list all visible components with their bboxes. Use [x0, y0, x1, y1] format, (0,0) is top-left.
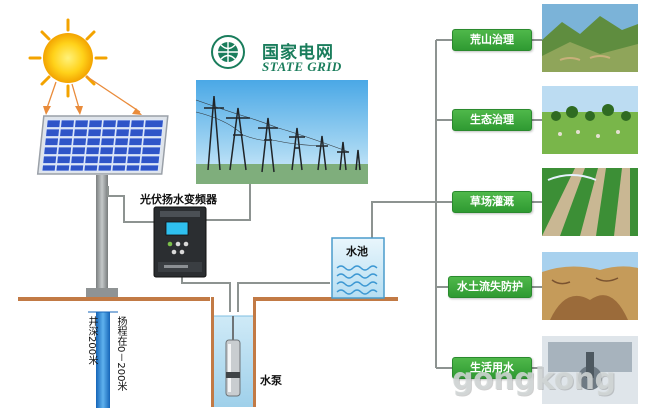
- app-tag-domestic-water: 生活用水: [452, 357, 532, 379]
- sun-icon: [28, 18, 108, 98]
- power-grid-photo: [195, 80, 368, 184]
- watermark: gongkong: [452, 362, 616, 397]
- pump-icon: [225, 316, 241, 397]
- solar-panel: [36, 115, 169, 175]
- tank-label: 水池: [346, 245, 368, 258]
- ground-right: [256, 297, 398, 301]
- state-grid-logo-icon: [211, 35, 245, 69]
- panel-pole: [96, 175, 108, 290]
- inverter-device: [153, 206, 207, 278]
- app-tag-irrigation: 草场灌溉: [452, 191, 532, 213]
- app-tag-erosion: 水土流失防护: [448, 276, 532, 298]
- wiring: [107, 39, 542, 369]
- photo-barren-hills: [542, 4, 638, 72]
- depth-bar: [96, 312, 110, 408]
- sun-rays: [46, 75, 141, 113]
- pump-label: 水泵: [260, 374, 282, 387]
- app-tag-barren-hills: 荒山治理: [452, 29, 532, 51]
- photo-domestic-water: [542, 336, 638, 404]
- water-tank-icon: [331, 237, 385, 299]
- photo-ecological-restoration: [542, 86, 638, 154]
- pole-base: [86, 288, 118, 298]
- ground-left: [18, 297, 210, 301]
- lift-label: 扬程在0－200米: [115, 316, 126, 392]
- app-tag-ecological: 生态治理: [452, 109, 532, 131]
- brand-name-cn: 国家电网: [262, 43, 334, 63]
- brand-name-en: STATE GRID: [262, 59, 342, 74]
- well-depth-label: 井深200米: [86, 316, 97, 366]
- photo-erosion-control: [542, 252, 638, 320]
- photo-grassland-irrigation: [542, 168, 638, 236]
- ray-arrowheads: [43, 106, 142, 115]
- inverter-label: 光伏扬水变频器: [140, 193, 217, 206]
